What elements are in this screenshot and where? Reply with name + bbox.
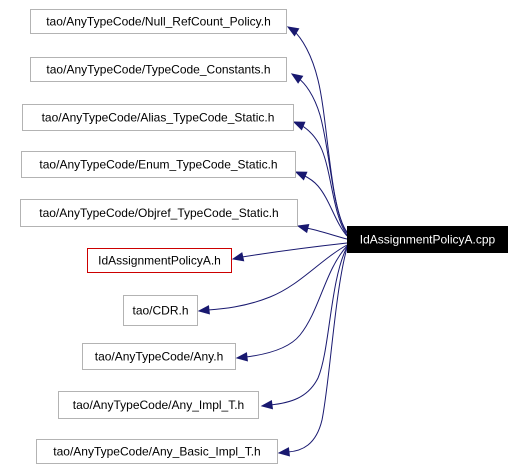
edge-root-to-n9 xyxy=(269,246,348,406)
node-layer: tao/AnyTypeCode/Null_RefCount_Policy.hta… xyxy=(20,9,508,464)
edge-root-to-n1 xyxy=(292,29,348,233)
node-label: tao/CDR.h xyxy=(132,304,188,318)
node-box xyxy=(82,343,236,370)
edge-root-to-n3 xyxy=(300,124,348,236)
edge-root-to-n5 xyxy=(305,227,348,240)
node-label: IdAssignmentPolicyA.h xyxy=(98,254,221,268)
node-box xyxy=(123,295,198,326)
edge-root-to-n2 xyxy=(297,77,348,234)
arrowhead-n4 xyxy=(294,171,308,181)
edge-layer xyxy=(197,26,348,457)
node-box xyxy=(22,104,294,131)
arrowhead-n5 xyxy=(296,223,310,234)
node-label: tao/AnyTypeCode/Objref_TypeCode_Static.h xyxy=(39,206,278,220)
node-box xyxy=(58,391,259,419)
include-node-n6[interactable]: IdAssignmentPolicyA.h xyxy=(87,248,232,273)
node-box xyxy=(347,226,508,253)
node-box xyxy=(30,9,287,34)
arrowhead-n6 xyxy=(231,252,245,262)
include-node-n4[interactable]: tao/AnyTypeCode/Enum_TypeCode_Static.h xyxy=(21,151,296,178)
node-box xyxy=(20,199,298,227)
node-label: tao/AnyTypeCode/Enum_TypeCode_Static.h xyxy=(39,158,277,172)
arrowhead-n7 xyxy=(197,305,210,315)
edge-root-to-n4 xyxy=(302,174,348,237)
node-label: tao/AnyTypeCode/TypeCode_Constants.h xyxy=(46,63,270,77)
include-node-n9[interactable]: tao/AnyTypeCode/Any_Impl_T.h xyxy=(58,391,259,419)
include-node-n2[interactable]: tao/AnyTypeCode/TypeCode_Constants.h xyxy=(30,57,287,82)
arrowhead-n2 xyxy=(290,73,304,84)
node-box xyxy=(30,57,287,82)
arrowhead-n8 xyxy=(235,352,248,362)
edge-root-to-n6 xyxy=(241,242,348,258)
node-label: IdAssignmentPolicyA.cpp xyxy=(360,233,496,247)
node-box xyxy=(87,248,232,273)
node-label: tao/AnyTypeCode/Any_Impl_T.h xyxy=(73,398,244,412)
include-node-n7[interactable]: tao/CDR.h xyxy=(123,295,198,326)
node-label: tao/AnyTypeCode/Alias_TypeCode_Static.h xyxy=(42,111,275,125)
source-file-node[interactable]: IdAssignmentPolicyA.cpp xyxy=(347,226,508,253)
node-label: tao/AnyTypeCode/Any_Basic_Impl_T.h xyxy=(53,445,260,459)
include-node-n3[interactable]: tao/AnyTypeCode/Alias_TypeCode_Static.h xyxy=(22,104,294,131)
node-label: tao/AnyTypeCode/Null_RefCount_Policy.h xyxy=(46,15,271,29)
edge-root-to-n8 xyxy=(245,245,348,358)
arrowhead-n10 xyxy=(277,447,290,457)
node-box xyxy=(36,439,278,464)
node-label: tao/AnyTypeCode/Any.h xyxy=(95,350,224,364)
arrowhead-n9 xyxy=(260,399,274,410)
edge-root-to-n7 xyxy=(207,244,348,311)
edge-root-to-n10 xyxy=(287,247,348,453)
node-box xyxy=(21,151,296,178)
include-node-n5[interactable]: tao/AnyTypeCode/Objref_TypeCode_Static.h xyxy=(20,199,298,227)
include-node-n8[interactable]: tao/AnyTypeCode/Any.h xyxy=(82,343,236,370)
include-node-n1[interactable]: tao/AnyTypeCode/Null_RefCount_Policy.h xyxy=(30,9,287,34)
arrowhead-n3 xyxy=(292,121,306,131)
arrowhead-n1 xyxy=(286,26,300,37)
include-node-n10[interactable]: tao/AnyTypeCode/Any_Basic_Impl_T.h xyxy=(36,439,278,464)
